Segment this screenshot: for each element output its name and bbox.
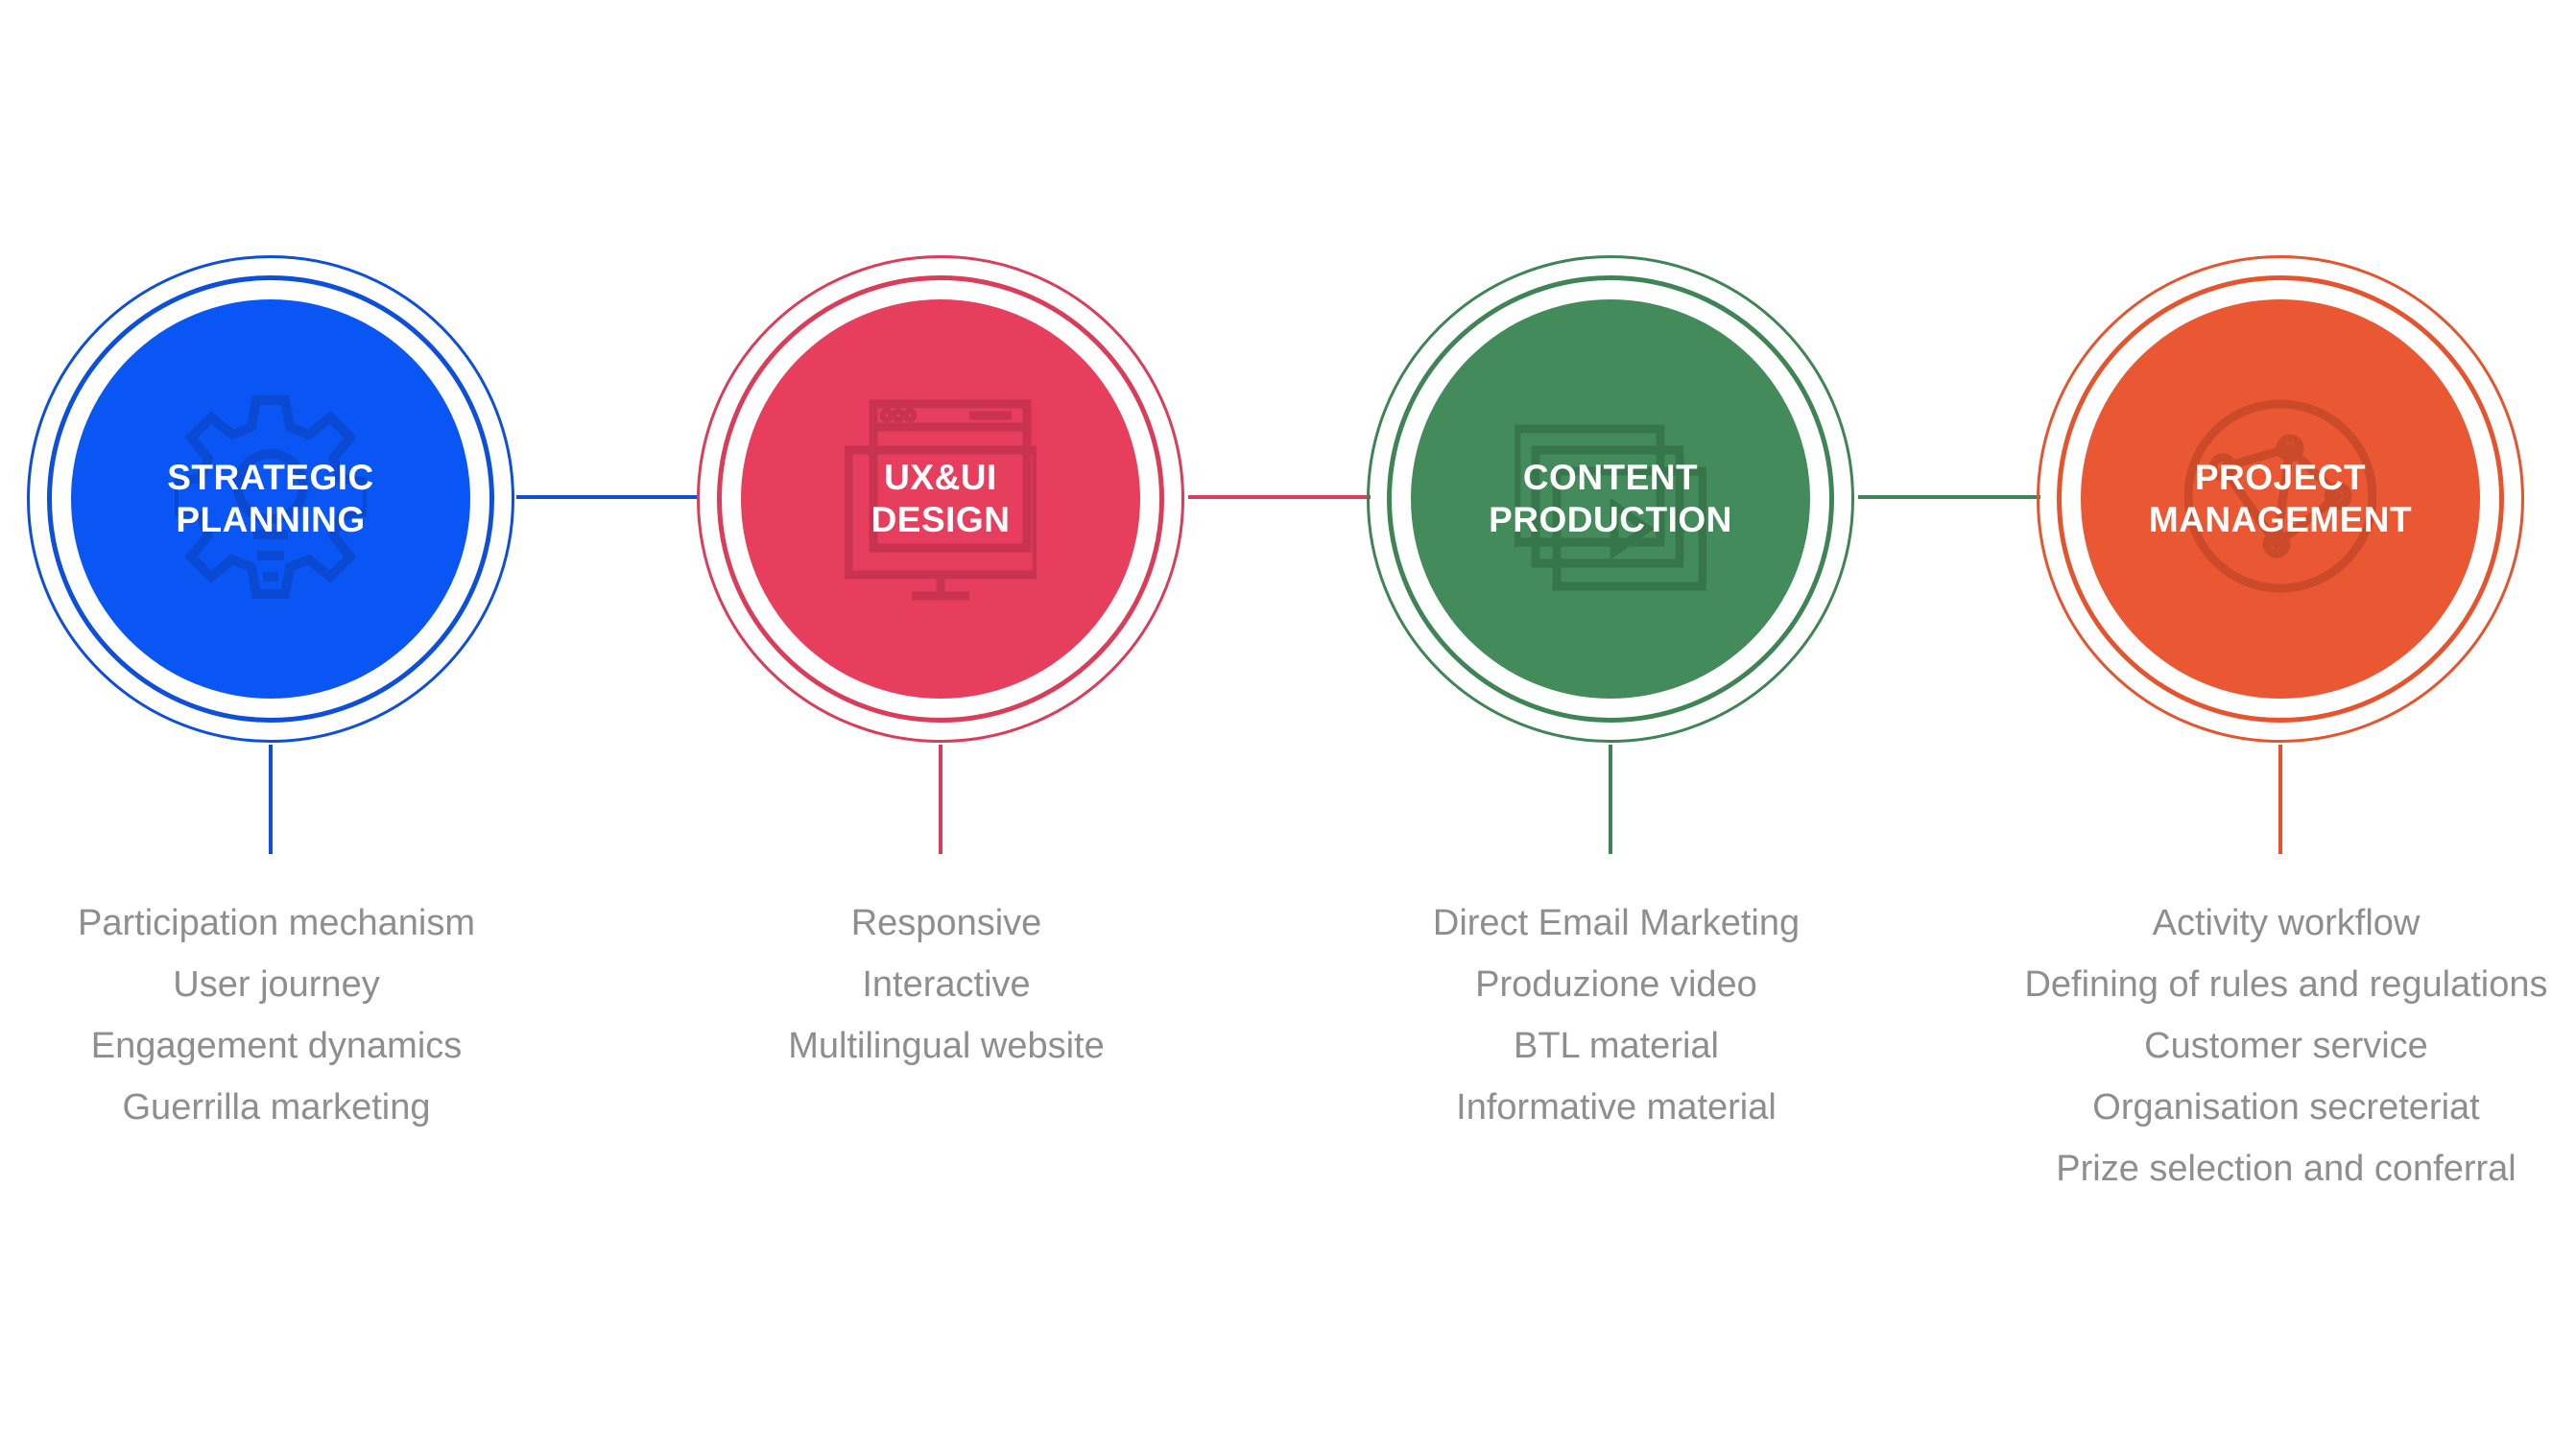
stem-line bbox=[269, 745, 273, 854]
list-item: Activity workflow bbox=[2152, 903, 2421, 943]
stem-line bbox=[939, 745, 942, 854]
inner-ring bbox=[47, 275, 494, 723]
browser-monitor-icon bbox=[845, 399, 1037, 601]
list-item: Direct Email Marketing bbox=[1432, 903, 1801, 943]
stage-title: PROJECT MANAGEMENT bbox=[2148, 458, 2413, 539]
connector-line bbox=[1858, 495, 2040, 499]
stacked-video-frames-icon bbox=[1515, 424, 1706, 591]
list-item: Customer service bbox=[2144, 1026, 2428, 1066]
outer-ring bbox=[1367, 255, 1854, 743]
list-item: Participation mechanism bbox=[78, 903, 475, 943]
outer-ring bbox=[2037, 255, 2524, 743]
list-item: Guerrilla marketing bbox=[122, 1087, 431, 1128]
stem-line bbox=[2278, 745, 2282, 854]
outer-ring bbox=[27, 255, 514, 743]
stage-strategic-planning: STRATEGIC PLANNING Participation mechani… bbox=[27, 0, 526, 1449]
outer-ring bbox=[697, 255, 1184, 743]
stem-line bbox=[1609, 745, 1612, 854]
inner-ring bbox=[1387, 275, 1834, 723]
stage-title: STRATEGIC PLANNING bbox=[167, 458, 374, 539]
inner-ring bbox=[2057, 275, 2504, 723]
inner-ring bbox=[717, 275, 1164, 723]
connector-line bbox=[1188, 495, 1371, 499]
stage-title: CONTENT PRODUCTION bbox=[1489, 458, 1732, 539]
stage-ux-ui-design: UX&UI DESIGN Responsive Interactive Mult… bbox=[697, 0, 1196, 1449]
stage-disc: STRATEGIC PLANNING bbox=[71, 299, 470, 699]
stage-items: Direct Email Marketing Produzione video … bbox=[1309, 892, 1923, 1138]
stage-project-management: PROJECT MANAGEMENT Activity workflow Def… bbox=[2024, 0, 2548, 1449]
list-item: Responsive bbox=[850, 903, 1042, 943]
stage-disc: UX&UI DESIGN bbox=[741, 299, 1140, 699]
list-item: User journey bbox=[173, 964, 380, 1005]
list-item: Produzione video bbox=[1475, 964, 1757, 1005]
stage-title: UX&UI DESIGN bbox=[871, 458, 1011, 539]
stage-content-production: CONTENT PRODUCTION Direct Email Marketin… bbox=[1367, 0, 1866, 1449]
stage-items: Responsive Interactive Multilingual webs… bbox=[639, 892, 1253, 1077]
stage-disc: CONTENT PRODUCTION bbox=[1411, 299, 1810, 699]
list-item: Interactive bbox=[862, 964, 1031, 1005]
gear-lightbulb-icon bbox=[175, 395, 367, 599]
stage-disc: PROJECT MANAGEMENT bbox=[2081, 299, 2480, 699]
list-item: Informative material bbox=[1456, 1087, 1777, 1128]
stage-items: Participation mechanism User journey Eng… bbox=[0, 892, 584, 1138]
list-item: Organisation secreteriat bbox=[2092, 1087, 2480, 1128]
list-item: Defining of rules and regulations bbox=[2024, 964, 2548, 1005]
list-item: Engagement dynamics bbox=[90, 1026, 463, 1066]
list-item: Prize selection and conferral bbox=[2056, 1149, 2516, 1189]
list-item: BTL material bbox=[1514, 1026, 1719, 1066]
list-item: Multilingual website bbox=[788, 1026, 1105, 1066]
connector-line bbox=[516, 495, 699, 499]
globe-network-icon bbox=[2184, 399, 2376, 593]
stage-items: Activity workflow Defining of rules and … bbox=[1979, 892, 2576, 1200]
